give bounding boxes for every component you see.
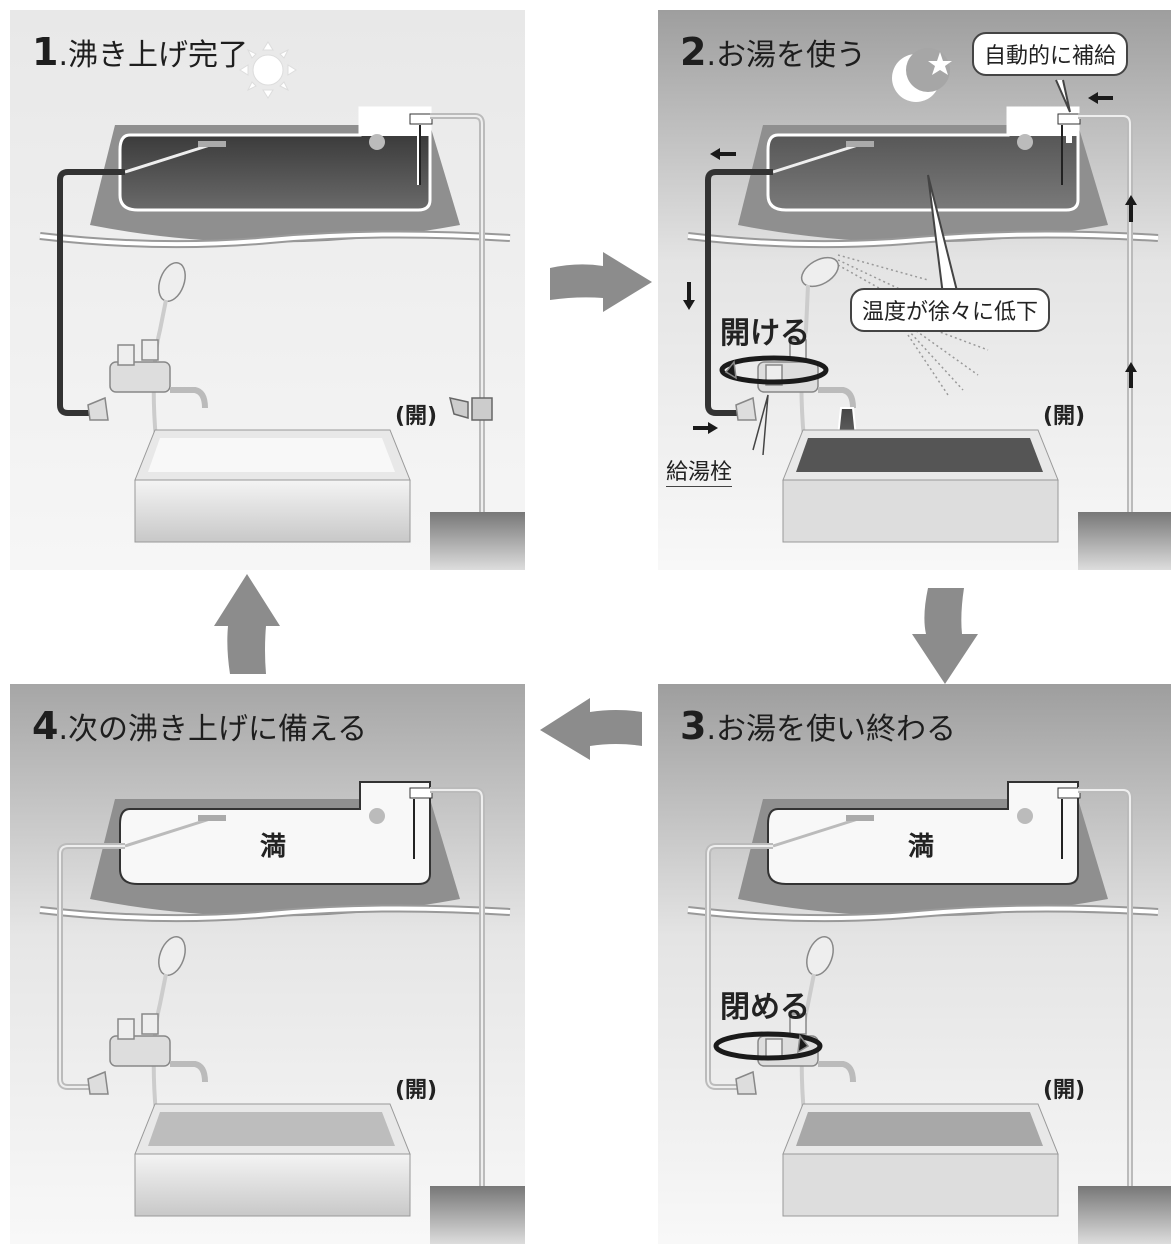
- auto-refill-callout: 自動的に補給: [972, 32, 1129, 76]
- open-label: (開): [1043, 404, 1086, 429]
- step-title: 1.沸き上げ完了: [32, 30, 248, 74]
- shower-faucet: [719, 256, 856, 441]
- shower-faucet: [87, 936, 208, 1115]
- sink: [782, 429, 1059, 543]
- step-title: 2.お湯を使う: [680, 30, 866, 74]
- arrow-right: [550, 252, 652, 312]
- step-1-illustration: [39, 41, 525, 570]
- star-icon: [928, 52, 952, 75]
- hot-water-tank: [766, 106, 1080, 212]
- sink: [782, 1103, 1059, 1217]
- step-3-illustration: [687, 781, 1171, 1244]
- step-3-panel: 3.お湯を使い終わる 満 閉める (開): [658, 684, 1171, 1244]
- hot-water-tank: [118, 106, 432, 212]
- step-2-panel: 2.お湯を使う 自動的に補給 温度が徐々に低下 開ける 給湯栓 (開): [658, 10, 1171, 570]
- shower-spray: [837, 254, 989, 396]
- shower-faucet: [87, 262, 208, 441]
- flow-arrows: [683, 92, 1137, 434]
- full-tank: [767, 781, 1079, 885]
- step-title: 3.お湯を使い終わる: [680, 704, 956, 748]
- step-title: 4.次の沸き上げに備える: [32, 704, 368, 748]
- open-label: (開): [395, 404, 438, 429]
- supply-valve: [448, 397, 493, 421]
- step-2-illustration: [683, 48, 1171, 570]
- temperature-drop-callout: 温度が徐々に低下: [850, 288, 1051, 332]
- arrow-down: [912, 588, 978, 684]
- tank-full-label: 満: [908, 832, 935, 862]
- open-label: (開): [1043, 1078, 1086, 1103]
- step-4-illustration: [39, 781, 525, 1244]
- tank-full-label: 満: [260, 832, 287, 862]
- sink: [134, 429, 411, 543]
- valve-label: 給湯栓: [666, 454, 733, 487]
- full-tank: [119, 781, 431, 885]
- arrow-up: [214, 574, 280, 674]
- sink: [134, 1103, 411, 1217]
- moon-icon: [892, 48, 950, 102]
- step-4-panel: 4.次の沸き上げに備える 満 (開): [10, 684, 525, 1244]
- open-label: (開): [395, 1078, 438, 1103]
- action-label: 開ける: [720, 316, 810, 351]
- action-label: 閉める: [720, 990, 810, 1025]
- arrow-left: [540, 698, 642, 760]
- sun-icon: [239, 41, 297, 99]
- step-1-panel: 1.沸き上げ完了 (開): [10, 10, 525, 570]
- shower-faucet: [713, 936, 856, 1115]
